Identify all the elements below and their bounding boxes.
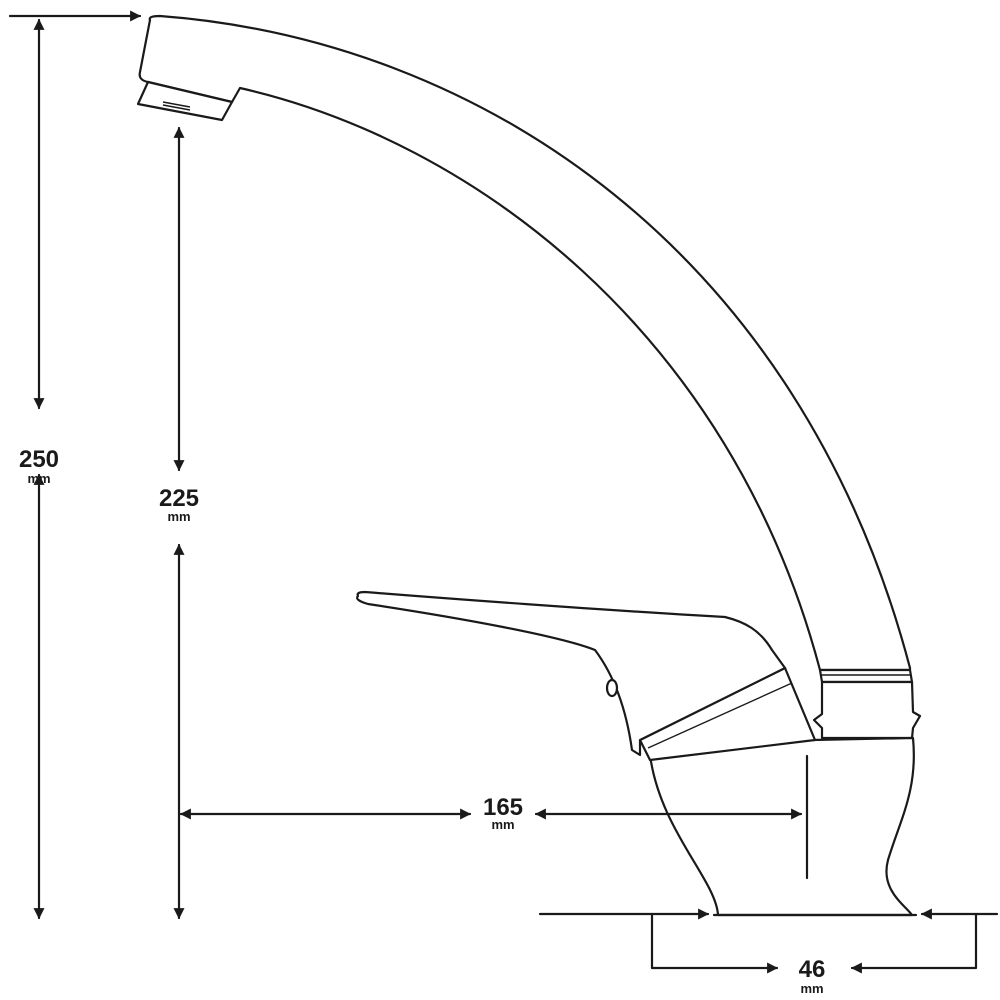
faucet-outline — [136, 14, 922, 917]
lever-handle — [356, 590, 787, 757]
dim-spout-height-unit: mm — [167, 509, 190, 524]
dim-spout-height-value: 225 — [159, 485, 199, 512]
dim-spout-height: 225 mm — [159, 126, 199, 920]
spout-collar — [818, 668, 914, 684]
dim-spout-reach-unit: mm — [491, 817, 514, 832]
dim-total-height-value: 250 — [19, 446, 59, 473]
dim-spout-reach: 165 mm — [179, 754, 809, 880]
dim-mount-hole-unit: mm — [800, 981, 823, 996]
swivel-nut — [812, 680, 922, 740]
dim-mount-hole-value: 46 — [799, 956, 826, 983]
spout-arm — [138, 14, 912, 672]
dim-total-height: 250 mm — [8, 10, 142, 920]
dim-mount-hole: 46 mm — [538, 908, 999, 996]
mixer-body — [648, 736, 915, 917]
dim-spout-reach-value: 165 — [483, 794, 523, 821]
aerator — [136, 80, 234, 122]
dim-total-height-unit: mm — [27, 471, 50, 486]
